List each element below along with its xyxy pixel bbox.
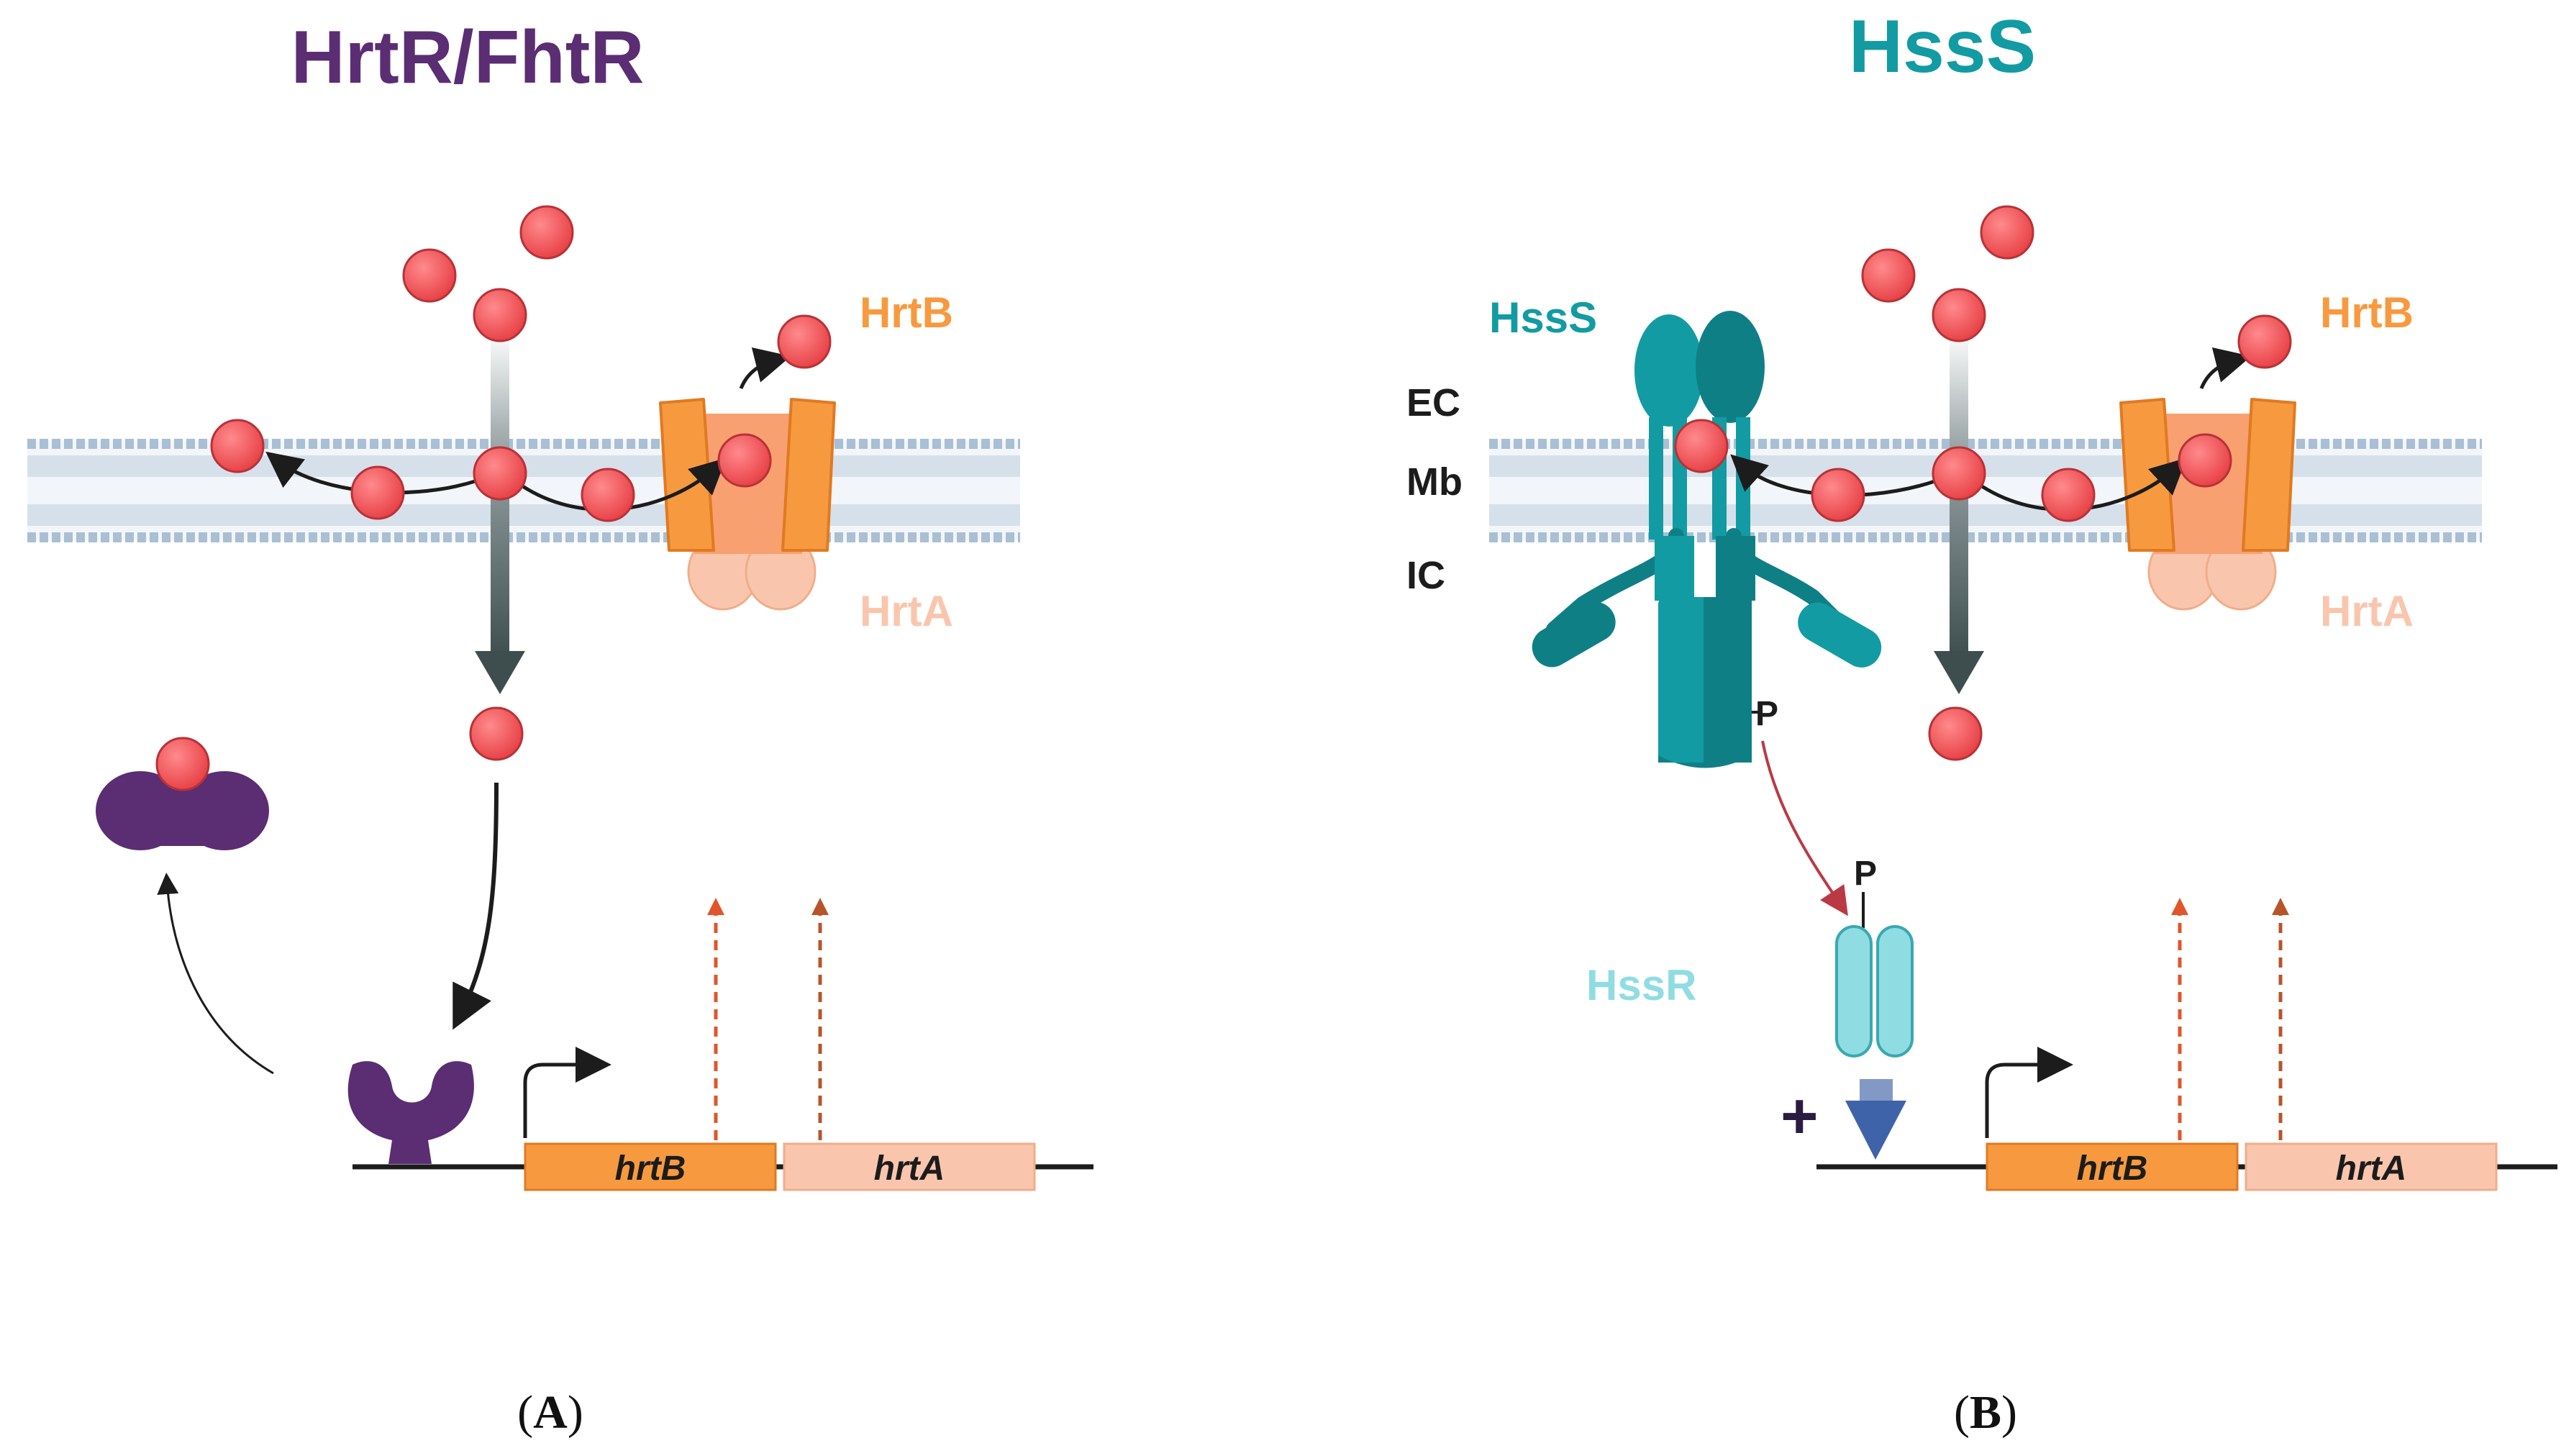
gene-box-hrta-b — [2245, 1142, 2498, 1191]
svg-text:(B): (B) — [1954, 1386, 2017, 1439]
gene-box-hrtb-b — [1986, 1142, 2239, 1191]
heme-molecule — [155, 737, 210, 791]
panel-b-title: HssS — [1849, 5, 2036, 88]
heme-molecule — [350, 465, 405, 520]
heme-molecule — [519, 205, 574, 260]
heme-molecule — [717, 433, 772, 488]
caption-a: (A) — [517, 1386, 583, 1439]
heme-molecule — [1928, 706, 1983, 761]
heme-molecule — [402, 248, 457, 303]
gene-box-hrta-a — [783, 1142, 1036, 1191]
heme-molecule — [581, 468, 635, 522]
heme-molecule — [1811, 468, 1865, 522]
hssr-response-regulator: P — [1835, 855, 1914, 1057]
label-ic: IC — [1406, 554, 1445, 597]
hrtba-transporter-a — [659, 398, 836, 611]
heme-group-a — [210, 205, 832, 761]
label-ec: EC — [1406, 381, 1460, 424]
heme-molecule — [469, 706, 524, 761]
hsss-sensor-kinase — [1532, 311, 1882, 768]
membrane-b — [1489, 439, 2482, 542]
gene-hrtb-a: hrtB — [615, 1150, 686, 1188]
label-phospho-1: P — [1755, 695, 1778, 733]
heme-molecule — [2041, 468, 2096, 522]
label-plus: + — [1781, 1080, 1819, 1152]
panel-b: HssS — [1406, 5, 2557, 1439]
repressor-dna-bound — [347, 1061, 474, 1164]
heme-molecule — [1932, 288, 1986, 342]
gene-hrta-b: hrtA — [2336, 1150, 2407, 1188]
membrane-a — [27, 439, 1020, 542]
heme-molecule — [210, 419, 265, 473]
gene-hrtb-b: hrtB — [2077, 1150, 2148, 1188]
repressor-heme-bound — [96, 737, 269, 850]
label-phospho-2: P — [1854, 855, 1877, 893]
heme-molecule — [1674, 419, 1729, 473]
heme-group-b — [1674, 205, 2292, 761]
heme-molecule — [1932, 446, 1986, 501]
heme-molecule — [777, 314, 832, 369]
heme-molecule — [473, 446, 527, 501]
label-hsss: HssS — [1489, 294, 1597, 342]
label-mb: Mb — [1406, 460, 1463, 504]
label-hrta-a: HrtA — [860, 587, 953, 635]
caption-b: (B) — [1954, 1386, 2017, 1439]
label-hrtb-b: HrtB — [2320, 288, 2414, 337]
hrtba-transporter-b — [2119, 398, 2296, 611]
heme-molecule — [1861, 248, 1916, 303]
label-hrta-b: HrtA — [2320, 587, 2414, 635]
svg-text:(A): (A) — [517, 1386, 583, 1439]
gene-hrta-a: hrtA — [874, 1150, 945, 1188]
heme-molecule — [2237, 314, 2292, 369]
label-hssr: HssR — [1586, 961, 1696, 1009]
heme-molecule — [1980, 205, 2034, 260]
heme-molecule — [473, 288, 527, 342]
panel-a: HrtR/FhtR — [27, 16, 1093, 1439]
label-hrtb-a: HrtB — [860, 288, 953, 337]
gene-box-hrtb-a — [524, 1142, 777, 1191]
heme-molecule — [2178, 433, 2232, 488]
panel-a-title: HrtR/FhtR — [291, 16, 644, 99]
